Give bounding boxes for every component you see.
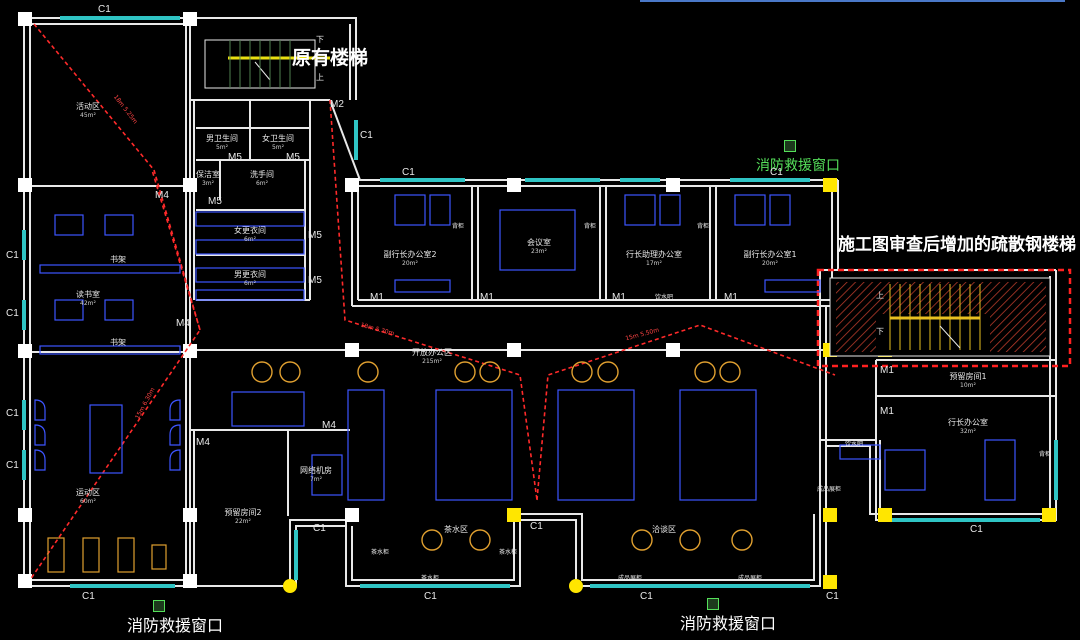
cabinet-label-2: 背柜 (583, 223, 597, 230)
chairs (251, 361, 753, 551)
windows (22, 16, 1058, 588)
evacuation-paths (29, 23, 836, 581)
window-code-c1-bottom-r1: C1 (640, 591, 653, 602)
window-code-c1-bottom-mid: C1 (424, 591, 437, 602)
window-code-c1-mid: C1 (530, 521, 543, 532)
door-code-m5-e: M5 (308, 275, 322, 286)
room-bookshelf-1: 书架 (110, 255, 126, 264)
water-bar-label: 饮水吧 (654, 294, 674, 301)
rescue-window-icon-top (784, 140, 796, 152)
new-stair-up: 上 (876, 291, 884, 300)
original-stair-graphic (204, 39, 330, 89)
door-code-m1-a: M1 (370, 292, 384, 303)
door-code-m1-e: M1 (880, 365, 894, 376)
new-stair-highlight-box (816, 268, 1072, 368)
top-edge-line (640, 0, 1065, 2)
window-code-c1-top: C1 (98, 4, 111, 15)
room-talk-area: 洽谈区 (652, 525, 676, 534)
gym-equipment (47, 537, 167, 573)
new-steel-stair-graphic (829, 277, 1051, 357)
window-code-c1-bottom-r2: C1 (826, 591, 839, 602)
room-bookshelf-2: 书架 (110, 338, 126, 347)
room-tea-area: 茶水区 (444, 525, 468, 534)
door-code-m4-d: M4 (322, 420, 336, 431)
rescue-window-label-top: 消防救援窗口 (756, 158, 840, 174)
window-code-c1-left-1: C1 (6, 250, 19, 261)
orig-stair-up: 上 (316, 73, 324, 82)
new-stair-down: 下 (876, 327, 884, 336)
door-code-m5-d: M5 (308, 230, 322, 241)
rescue-window-label-bottom-left: 消防救援窗口 (127, 616, 224, 635)
rescue-window-icon-br (707, 598, 719, 610)
window-code-c1-stair: C1 (360, 130, 373, 141)
tea-cabinet-label-3: 茶水柜 (420, 575, 440, 582)
original-stair-label: 原有楼梯 (292, 47, 369, 69)
window-code-c1-bottom-left: C1 (82, 591, 95, 602)
rescue-window-label-bottom-right: 消防救援窗口 (680, 614, 777, 633)
tea-cabinet-label-2: 茶水柜 (498, 549, 518, 556)
display-label-2: 成品展柜 (737, 575, 763, 582)
door-code-m5-c: M5 (208, 196, 222, 207)
new-steel-stair-label: 施工图审查后增加的疏散钢楼梯 (838, 235, 1076, 255)
door-code-m4-c: M4 (196, 437, 210, 448)
door-code-m5-a: M5 (228, 152, 242, 163)
window-code-c1-left-2: C1 (6, 308, 19, 319)
display-label-1: 成品展柜 (617, 575, 643, 582)
door-code-m4-b: M4 (176, 318, 190, 329)
door-code-m1-c: M1 (612, 292, 626, 303)
water-bar-label-2: 饮水吧 (844, 441, 864, 448)
cabinet-label-4: 背柜 (1038, 451, 1052, 458)
window-code-c1-left-4: C1 (6, 460, 19, 471)
window-code-c1-left-3: C1 (6, 408, 19, 419)
display-label-3: 成品展柜 (816, 486, 842, 493)
door-code-m1-b: M1 (480, 292, 494, 303)
tea-cabinet-label-1: 茶水柜 (370, 549, 390, 556)
door-code-m5-b: M5 (286, 152, 300, 163)
orig-stair-down: 下 (316, 35, 324, 44)
door-code-m1-d: M1 (724, 292, 738, 303)
door-code-m2: M2 (330, 99, 344, 110)
cabinet-label-3: 背柜 (696, 223, 710, 230)
cabinet-label-1: 背柜 (451, 223, 465, 230)
window-code-c1-office-r: C1 (770, 167, 783, 178)
window-code-c1-network: C1 (313, 523, 326, 534)
columns (18, 12, 680, 588)
window-code-c1-office: C1 (402, 167, 415, 178)
window-code-c1-right: C1 (970, 524, 983, 535)
rescue-window-icon-bl (153, 600, 165, 612)
furniture (34, 194, 1016, 501)
door-code-m4-a: M4 (155, 190, 169, 201)
door-code-m1-f: M1 (880, 406, 894, 417)
